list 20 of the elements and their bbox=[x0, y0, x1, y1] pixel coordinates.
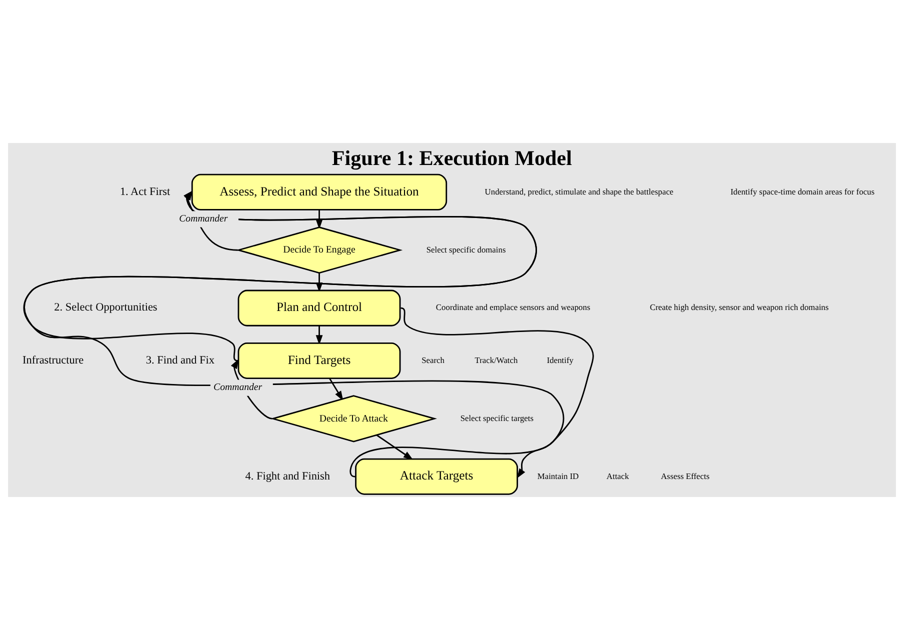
diagram-title: Figure 1: Execution Model bbox=[332, 145, 572, 170]
label: Identify space-time domain areas for focus bbox=[730, 186, 874, 196]
label: Understand, predict, stimulate and shape the battlespace bbox=[484, 186, 674, 196]
label: 2. Select Opportunities bbox=[54, 301, 158, 314]
label: 1. Act First bbox=[120, 185, 170, 198]
label: Identify bbox=[546, 354, 574, 364]
label: Assess Effects bbox=[660, 470, 710, 480]
label: Track/Watch bbox=[474, 354, 518, 364]
label: 3. Find and Fix bbox=[146, 354, 214, 366]
node-label: Commander bbox=[214, 382, 262, 393]
label: Select specific targets bbox=[460, 412, 534, 422]
label: Select specific domains bbox=[426, 244, 506, 254]
label: Infrastructure bbox=[22, 354, 84, 366]
label: Search bbox=[422, 354, 444, 364]
label: Maintain ID bbox=[537, 470, 579, 480]
label: Create high density, sensor and weapon rich domains bbox=[650, 302, 829, 312]
node-label: Commander bbox=[179, 212, 228, 224]
label: Attack bbox=[606, 470, 629, 480]
label: 4. Fight and Finish bbox=[245, 470, 330, 482]
label: Coordinate and emplace sensors and weapons bbox=[436, 302, 590, 312]
